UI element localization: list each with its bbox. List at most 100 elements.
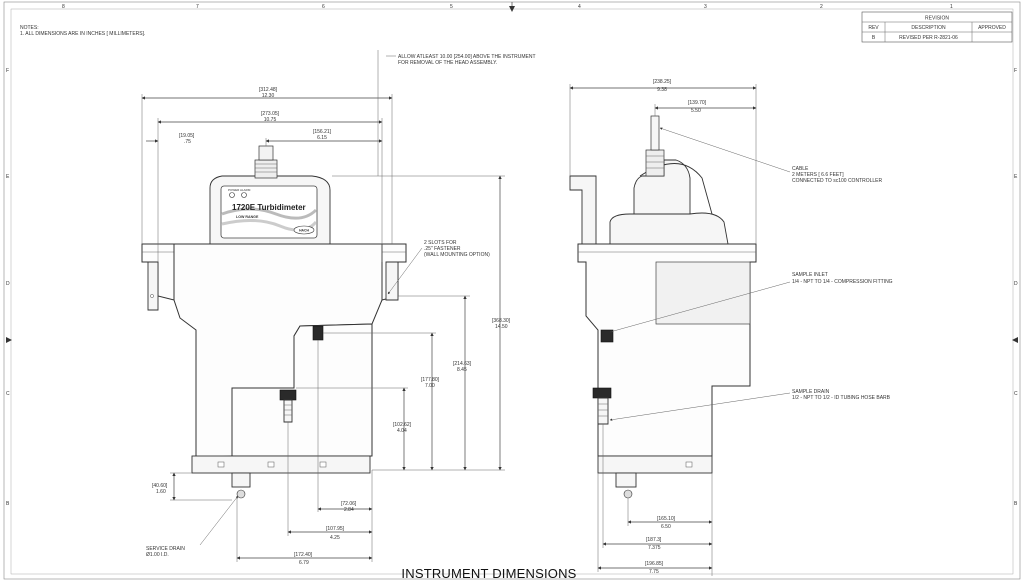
clearance-note-2: FOR REMOVAL OF THE HEAD ASSEMBLY.	[398, 60, 497, 66]
front-height-inlet-mm: [177.80]	[421, 377, 440, 383]
front-left-tab	[147, 261, 159, 311]
zone-top-5: 5	[450, 4, 453, 10]
front-bottom-dim-3-mm: [172.40]	[294, 552, 313, 558]
hach-logo-text: HACH	[299, 228, 309, 232]
zone-left-d: D	[6, 281, 10, 287]
front-height-slot-in: 8.45	[457, 367, 467, 373]
front-sample-drain-nut	[279, 389, 297, 401]
side-head-bracket	[569, 175, 597, 245]
side-base	[597, 455, 713, 474]
front-base	[191, 455, 371, 474]
front-bottom-dim-1-in: 2.84	[344, 507, 354, 513]
side-drain-stub	[615, 472, 637, 488]
front-right-tab	[385, 261, 399, 301]
front-cable-gland	[254, 159, 278, 179]
zone-labels: 8 7 6 5 4 3 2 1 F E D C B F E D C B	[6, 4, 1018, 507]
side-bottom-dim-2-in: 7.375	[648, 545, 661, 551]
zone-left-f: F	[6, 68, 9, 74]
zone-left-b: B	[6, 501, 10, 507]
zone-top-1: 1	[950, 4, 953, 10]
zone-right-f: F	[1014, 68, 1017, 74]
front-width-overall-mm: [312.48]	[259, 87, 278, 93]
sheet-border	[3, 1, 1021, 580]
front-height-drain-mm: [102.62]	[393, 422, 412, 428]
front-drain-stub	[231, 472, 251, 488]
front-height-inlet-in: 7.00	[425, 383, 435, 389]
side-top-dim-2-mm: [139.70]	[688, 100, 707, 106]
side-head-assembly	[609, 159, 729, 245]
front-height-overall-mm: [368.30]	[492, 318, 511, 324]
cable-connection: CONNECTED TO sc100 CONTROLLER	[792, 178, 883, 184]
side-cable	[650, 115, 660, 151]
front-bottom-dim-1-mm: [72.06]	[341, 501, 357, 507]
indicator-labels: POWER ALARM	[228, 188, 251, 192]
hach-logo	[293, 225, 315, 235]
front-bottom-dim-2-in: 4.25	[330, 535, 340, 541]
power-led-icon	[229, 192, 235, 198]
slots-note-1: 2 SLOTS FOR	[424, 240, 457, 246]
clearance-note-1: ALLOW ATLEAST 10.00 [254.00] ABOVE THE I…	[398, 54, 536, 60]
sample-drain-label: SAMPLE DRAIN	[792, 389, 830, 395]
figure-title: INSTRUMENT DIMENSIONS	[401, 566, 576, 581]
zone-left-e: E	[6, 174, 10, 180]
zone-right-b: B	[1014, 501, 1018, 507]
front-view: POWER ALARM 1720E Turbidimeter LOW RANGE…	[141, 145, 407, 499]
side-sample-inlet-fitting	[600, 329, 614, 343]
cable-label: CABLE	[792, 166, 809, 172]
front-bottom-dim-3-in: 6.79	[299, 560, 309, 566]
side-top-dim-2-in: 5.50	[691, 108, 701, 114]
zone-right-c: C	[1014, 391, 1018, 397]
service-drain-fitting	[236, 489, 246, 499]
front-small-width-mm: [19.05]	[179, 133, 195, 139]
approved-header: APPROVED	[978, 25, 1006, 31]
alarm-led-icon	[241, 192, 247, 198]
front-height-base-in: 1.60	[156, 489, 166, 495]
side-bottom-dim-3-mm: [196.85]	[645, 561, 664, 567]
side-mount-panel	[655, 261, 751, 325]
notes-block: NOTES: 1. ALL DIMENSIONS ARE IN INCHES […	[20, 25, 145, 37]
zone-top-3: 3	[704, 4, 707, 10]
rev-value: B	[872, 35, 876, 41]
front-height-drain-in: 4.04	[397, 428, 407, 434]
front-sample-inlet-fitting	[312, 325, 324, 341]
side-bottom-dim-1-mm: [165.10]	[657, 516, 676, 522]
revision-title: REVISION	[925, 16, 949, 22]
notes-heading: NOTES:	[20, 25, 39, 31]
side-view	[569, 115, 757, 499]
front-height-overall-in: 14.50	[495, 324, 508, 330]
description-value: REVISED PER R-2821-06	[899, 35, 958, 41]
zone-top-2: 2	[820, 4, 823, 10]
description-header: DESCRIPTION	[911, 25, 946, 31]
side-top-dim-1-mm: [238.25]	[653, 79, 672, 85]
rev-header: REV	[868, 25, 879, 31]
zone-left-c: C	[6, 391, 10, 397]
side-top-dim-1-in: 9.38	[657, 87, 667, 93]
zone-top-4: 4	[578, 4, 581, 10]
zone-top-6: 6	[322, 4, 325, 10]
front-width-mid-mm: [273.05]	[261, 111, 280, 117]
front-offset-in: 6.15	[317, 135, 327, 141]
side-bottom-dim-1-in: 6.50	[661, 524, 671, 530]
front-height-slot-mm: [214.63]	[453, 361, 472, 367]
instrument-range: LOW RANGE	[236, 215, 259, 219]
zone-right-e: E	[1014, 174, 1018, 180]
zone-right-d: D	[1014, 281, 1018, 287]
zone-top-7: 7	[196, 4, 199, 10]
instrument-model: 1720E Turbidimeter	[232, 203, 306, 212]
front-small-width-in: .75	[184, 139, 191, 145]
front-dimensions: [312.48] 12.30 [273.05] 10.75 [156.21] 6…	[141, 50, 536, 566]
side-bottom-dim-2-mm: [187.3]	[646, 537, 662, 543]
slots-note-2: .25" FASTENER	[424, 246, 461, 252]
center-arrow-top	[509, 6, 515, 12]
zone-top-8: 8	[62, 4, 65, 10]
side-bottom-dim-3-in: 7.75	[649, 569, 659, 575]
service-drain-label: SERVICE DRAIN	[146, 546, 185, 552]
cable-length: 2 METERS [ 6.6 FEET]	[792, 172, 844, 178]
service-drain-size: Ø1.00 I.D.	[146, 552, 169, 558]
front-width-mid-in: 10.75	[264, 117, 277, 123]
front-bottom-dim-2-mm: [107.95]	[326, 526, 345, 532]
sample-inlet-spec: 1/4 - NPT TO 1/4 - COMPRESSION FITTING	[792, 279, 893, 285]
center-arrow-right	[1012, 337, 1018, 343]
side-dimensions: [238.25] 9.38 [139.70] 5.50 CABLE 2 METE…	[569, 79, 893, 576]
